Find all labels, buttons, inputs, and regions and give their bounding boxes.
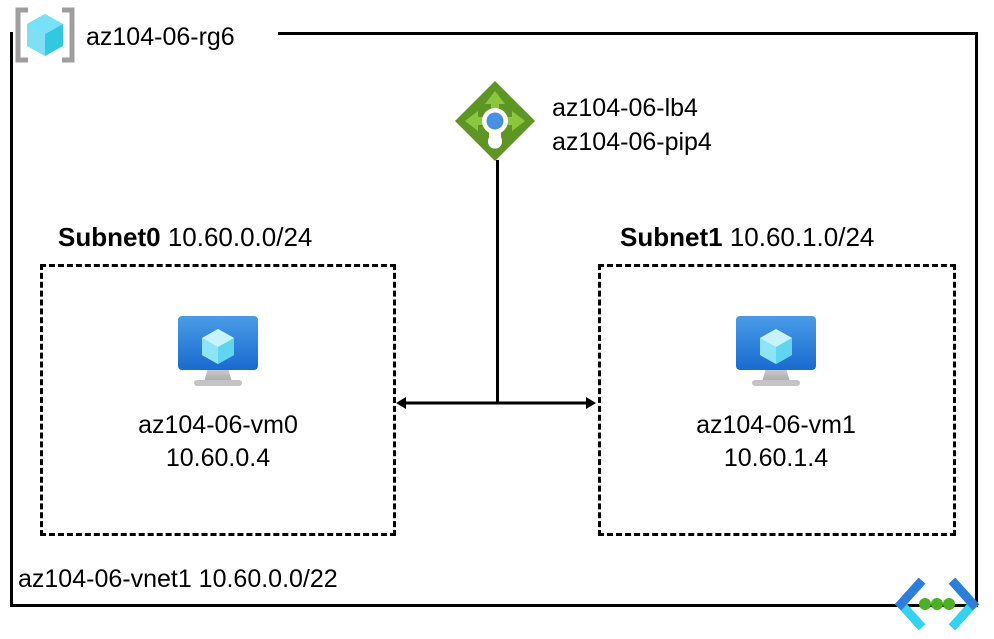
subnet1-name: Subnet1 bbox=[620, 222, 723, 252]
vm-to-vm-arrow bbox=[396, 397, 596, 409]
resource-group-header: az104-06-rg6 bbox=[14, 4, 243, 71]
resource-group-border-right bbox=[975, 32, 978, 607]
vm0-name: az104-06-vm0 bbox=[138, 411, 298, 439]
vm1-ip: 10.60.1.4 bbox=[723, 444, 829, 472]
vm0-caption: az104-06-vm0 10.60.0.4 bbox=[40, 409, 396, 475]
resource-group-label: az104-06-rg6 bbox=[86, 23, 235, 51]
load-balancer-group: az104-06-lb4 az104-06-pip4 bbox=[452, 78, 712, 175]
vm1-name: az104-06-vm1 bbox=[696, 411, 856, 439]
subnet0-name: Subnet0 bbox=[58, 222, 161, 252]
vm-block-vm0: az104-06-vm0 10.60.0.4 bbox=[40, 312, 396, 475]
load-balancer-name: az104-06-lb4 bbox=[552, 93, 698, 122]
load-balancer-icon bbox=[452, 78, 538, 175]
vm1-caption: az104-06-vm1 10.60.1.4 bbox=[598, 409, 954, 475]
subnet-title-subnet1: Subnet1 10.60.1.0/24 bbox=[620, 224, 874, 250]
resource-group-border-bottom bbox=[10, 604, 978, 607]
public-ip-name: az104-06-pip4 bbox=[552, 127, 712, 156]
vm-block-vm1: az104-06-vm1 10.60.1.4 bbox=[598, 312, 954, 475]
vm1-icon-wrap bbox=[598, 312, 954, 395]
virtual-machine-icon bbox=[172, 312, 264, 395]
subnet-box-subnet0 bbox=[40, 264, 396, 536]
virtual-machine-icon bbox=[730, 312, 822, 395]
vnet-label: az104-06-vnet1 10.60.0.0/22 bbox=[18, 565, 338, 593]
resource-group-cube-icon bbox=[14, 4, 76, 71]
load-balancer-connector-line bbox=[496, 160, 499, 403]
subnet0-cidr: 10.60.0.0/24 bbox=[167, 222, 313, 252]
resource-group-border-top bbox=[278, 32, 975, 35]
load-balancer-caption: az104-06-lb4 az104-06-pip4 bbox=[552, 92, 712, 162]
resource-group-border-left bbox=[10, 32, 13, 607]
vm0-icon-wrap bbox=[40, 312, 396, 395]
virtual-network-icon bbox=[893, 577, 981, 639]
subnet-box-subnet1 bbox=[598, 264, 956, 536]
subnet1-cidr: 10.60.1.0/24 bbox=[729, 222, 875, 252]
subnet-title-subnet0: Subnet0 10.60.0.0/24 bbox=[58, 224, 312, 250]
vm0-ip: 10.60.0.4 bbox=[165, 444, 271, 472]
